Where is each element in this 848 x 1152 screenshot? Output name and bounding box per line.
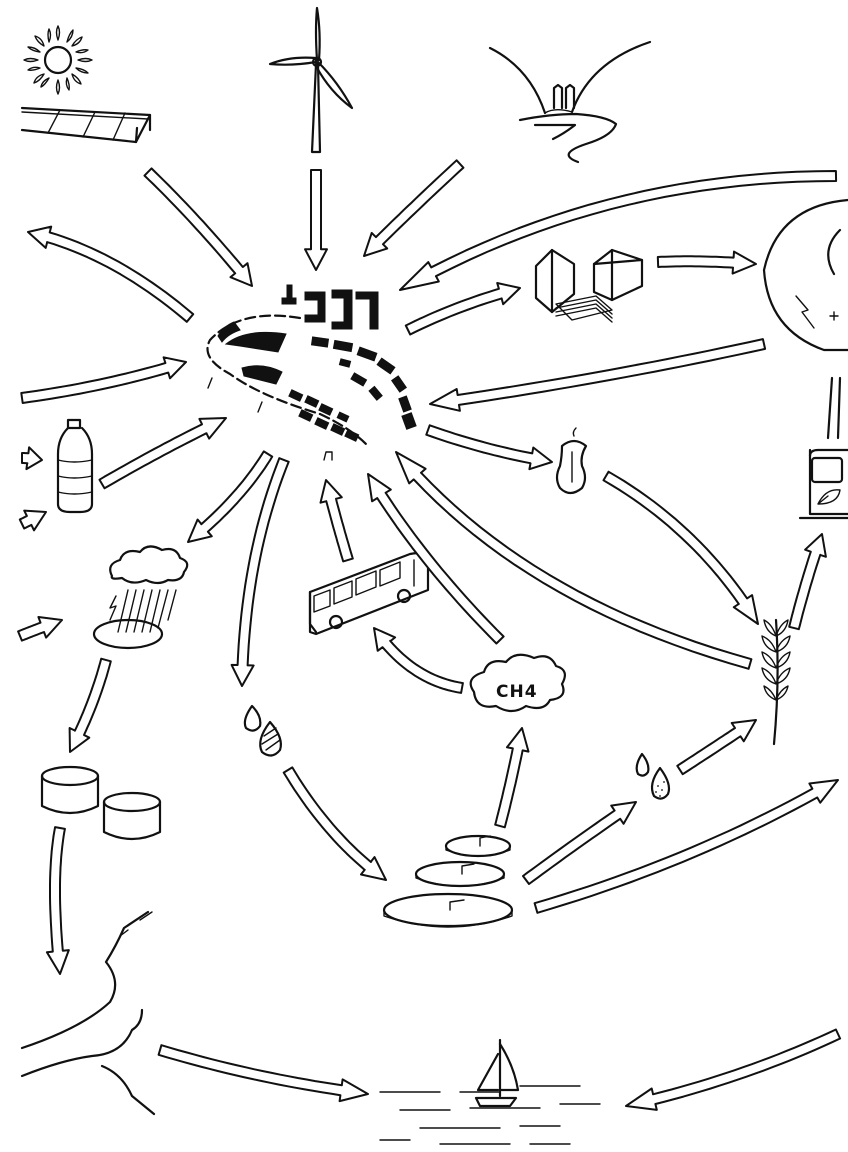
- arrow-west-to-city: [21, 357, 186, 403]
- buildings-icon: [536, 250, 642, 322]
- arrow-biogas-to-bus: [374, 628, 463, 693]
- arrow-hydro-to-city: [364, 160, 463, 256]
- arrow-apple-to-wheat: [604, 472, 759, 624]
- sea-sailboat-icon: [380, 1040, 600, 1144]
- river-delta-icon: [22, 912, 154, 1114]
- bottle-icon: [58, 420, 92, 512]
- arrow-city-to-buildings: [406, 283, 520, 335]
- arrow-plant-to-city: [430, 339, 765, 411]
- arrow-wheat-to-fuel: [789, 534, 826, 629]
- sun-icon: [24, 26, 92, 94]
- arrow-city-to-apple: [426, 425, 552, 469]
- biogas-cloud-icon: CH4: [471, 655, 565, 711]
- arrow-east-to-city: [400, 171, 836, 290]
- fuel-pump-icon: [800, 450, 848, 518]
- arrow-bus-to-city: [321, 480, 353, 561]
- water-drops-icon: [245, 706, 281, 756]
- arrow-treatment-to-nutrients: [523, 802, 636, 884]
- flow-arrows: [18, 160, 840, 1110]
- arrow-east-to-sea: [626, 1030, 840, 1110]
- arrow-tanks-to-delta: [47, 827, 69, 974]
- arrow-bottle-to-city: [100, 418, 227, 488]
- apple-core-icon: [557, 428, 586, 493]
- arrow-west-to-rain: [18, 617, 62, 641]
- bus-icon: [310, 553, 428, 634]
- arrow-wheat-to-city: [396, 452, 751, 669]
- arrow-delta-to-sea: [159, 1045, 368, 1101]
- arrow-treatment-to-biogas: [495, 728, 528, 827]
- biogas-label: CH4: [496, 682, 538, 702]
- hydro-dam-icon: [490, 42, 650, 162]
- city-plan-icon: [208, 285, 417, 460]
- power-plant-icon: [764, 200, 848, 438]
- arrow-rain-to-tanks: [70, 659, 111, 752]
- nutrient-drops-icon: [637, 754, 669, 799]
- arrow-solar-to-city: [145, 168, 253, 286]
- rain-cloud-icon: [94, 546, 187, 648]
- arrow-into-bottle-lower: [20, 511, 46, 531]
- arrow-drops-to-treatment: [284, 767, 386, 880]
- arrow-nutrients-to-wheat: [677, 720, 756, 774]
- arrow-wind-to-city: [305, 170, 327, 270]
- wind-turbine-icon: [270, 8, 352, 152]
- wheat-icon: [762, 620, 790, 744]
- solar-panel-icon: [22, 108, 150, 142]
- arrow-buildings-to-plant: [658, 252, 756, 274]
- arrow-into-bottle: [22, 447, 42, 469]
- treatment-plant-icon: [384, 836, 512, 927]
- arrow-city-to-west: [28, 227, 193, 322]
